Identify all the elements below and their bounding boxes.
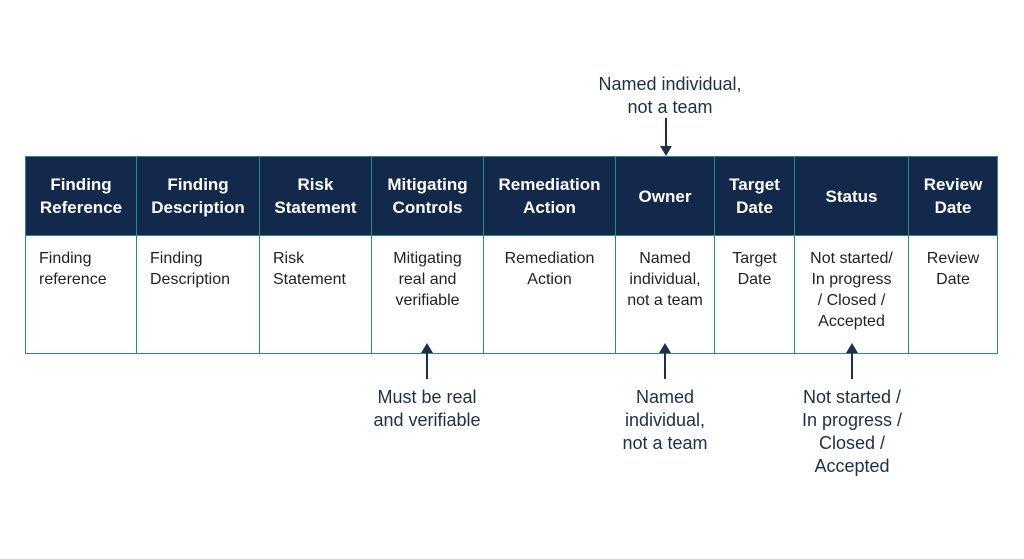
findings-register-table: Finding Reference Finding Description Ri… (25, 156, 998, 354)
cell-owner: Named individual, not a team (615, 235, 715, 354)
header-owner: Owner (615, 156, 715, 236)
header-mitigating-controls: Mitigating Controls (371, 156, 484, 236)
table-row: Finding reference Finding Description Ri… (25, 235, 998, 354)
status-bottom-arrow-icon (846, 343, 858, 379)
owner-bottom-arrow-icon (659, 343, 671, 379)
table-header-row: Finding Reference Finding Description Ri… (25, 156, 998, 236)
cell-finding-reference: Finding reference (25, 235, 137, 354)
cell-review-date: Review Date (908, 235, 998, 354)
cell-finding-description: Finding Description (136, 235, 260, 354)
cell-target-date: Target Date (714, 235, 795, 354)
cell-mitigating-controls: Mitigating real and verifiable (371, 235, 484, 354)
header-remediation-action: Remediation Action (483, 156, 616, 236)
header-finding-reference: Finding Reference (25, 156, 137, 236)
mitigating-bottom-callout: Must be real and verifiable (373, 387, 481, 430)
header-risk-statement: Risk Statement (259, 156, 372, 236)
owner-bottom-callout: Named individual, not a team (622, 387, 708, 453)
cell-status: Not started/ In progress / Closed / Acce… (794, 235, 909, 354)
owner-top-callout: Named individual, not a team (598, 74, 742, 117)
header-review-date: Review Date (908, 156, 998, 236)
owner-top-arrow-icon (660, 118, 672, 156)
header-finding-description: Finding Description (136, 156, 260, 236)
mitigating-bottom-arrow-icon (421, 343, 433, 379)
cell-remediation-action: Remediation Action (483, 235, 616, 354)
header-status: Status (794, 156, 909, 236)
cell-risk-statement: Risk Statement (259, 235, 372, 354)
header-target-date: Target Date (714, 156, 795, 236)
status-bottom-callout: Not started / In progress / Closed / Acc… (801, 387, 903, 476)
